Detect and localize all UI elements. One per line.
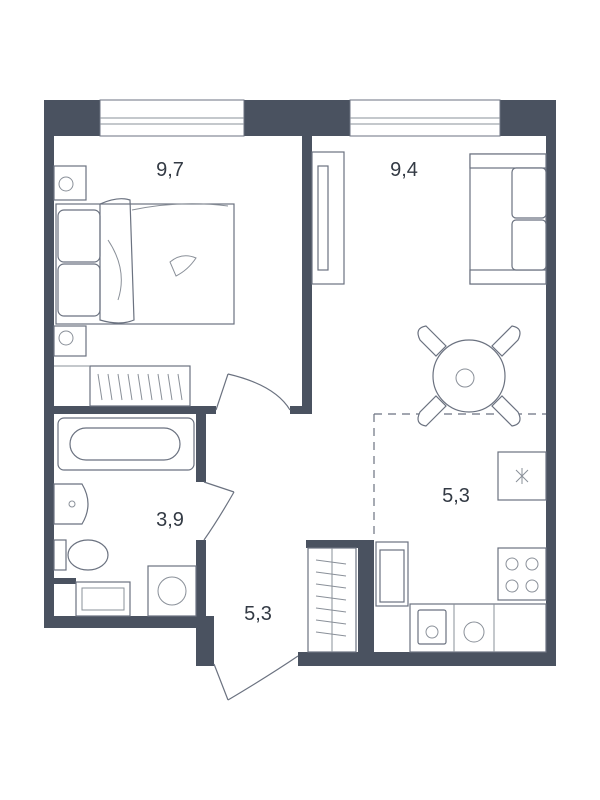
- toilet: [53, 539, 109, 571]
- bedroom-area-label: 9,7: [156, 159, 184, 181]
- hall-area-label: 5,3: [244, 603, 272, 625]
- washing-machine: [147, 565, 197, 617]
- kitchen-cabinets: [375, 451, 547, 653]
- hall-wardrobe: [307, 547, 357, 653]
- living-area-label: 9,4: [390, 159, 418, 181]
- bed: [55, 198, 235, 325]
- tv-unit: [311, 151, 345, 285]
- washbasin: [53, 483, 89, 525]
- windows: [99, 99, 501, 137]
- nightstands: [53, 165, 87, 357]
- doors: [203, 373, 299, 701]
- dining-table: [417, 325, 521, 427]
- interior-walls: [54, 136, 374, 666]
- kitchen-area-label: 5,3: [442, 485, 470, 507]
- sofa: [469, 153, 547, 285]
- bathroom-cabinet: [75, 581, 131, 617]
- bathroom-area-label: 3,9: [156, 509, 184, 531]
- bathtub: [57, 417, 195, 471]
- bedroom-wardrobe: [54, 365, 191, 407]
